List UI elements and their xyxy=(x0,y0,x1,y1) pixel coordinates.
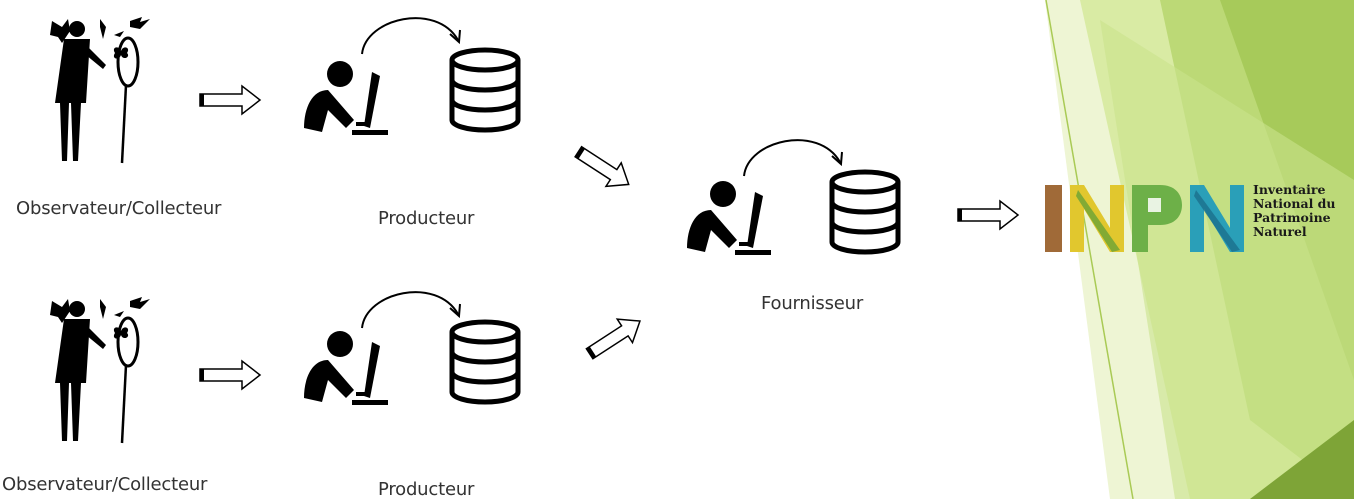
observer-label-bottom: Observateur/Collecteur xyxy=(2,474,208,495)
logo-line-2: National du xyxy=(1253,196,1336,211)
logo-line-1: Inventaire xyxy=(1253,182,1326,197)
block-arrow-icon xyxy=(581,308,649,367)
block-arrow-icon xyxy=(957,200,1019,230)
operator-icon xyxy=(304,331,388,405)
inpn-logo-text: Inventaire National du Patrimoine Nature… xyxy=(1253,183,1336,239)
observer-icon xyxy=(48,15,152,165)
provider-label: Fournisseur xyxy=(761,293,864,314)
operator-icon xyxy=(304,61,388,135)
logo-line-4: Naturel xyxy=(1253,224,1307,239)
curved-arrow-icon xyxy=(743,139,843,177)
block-arrow-icon xyxy=(199,85,261,115)
curved-arrow-icon xyxy=(361,17,461,55)
database-icon xyxy=(452,322,518,402)
block-arrow-icon xyxy=(570,139,638,197)
database-icon xyxy=(832,172,898,252)
block-arrow-icon xyxy=(199,360,261,390)
producer-label-top: Producteur xyxy=(378,208,475,229)
inpn-logo-mark xyxy=(1045,185,1244,252)
observer-label-top: Observateur/Collecteur xyxy=(16,198,222,219)
curved-arrow-icon xyxy=(361,291,461,329)
database-icon xyxy=(452,50,518,130)
producer-label-bottom: Producteur xyxy=(378,479,475,500)
logo-line-3: Patrimoine xyxy=(1253,210,1331,225)
observer-icon xyxy=(48,295,152,445)
operator-icon xyxy=(687,181,771,255)
